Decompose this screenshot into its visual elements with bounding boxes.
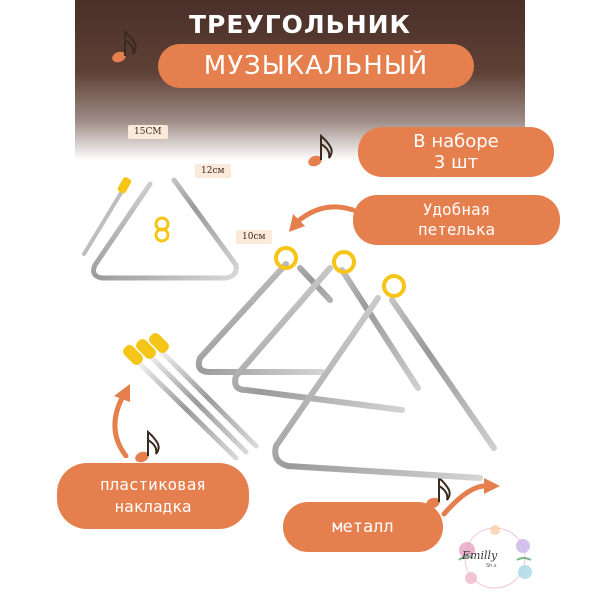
- plastic-line-2: накладка: [114, 497, 192, 516]
- curved-arrow-icon: [112, 384, 130, 458]
- plastic-cap-badge: пластиковая накладка: [57, 463, 249, 529]
- size-tag-15: 15CM: [128, 125, 168, 139]
- loop-badge: Удобная петелька: [353, 195, 560, 245]
- logo-sub: Sh.s: [486, 563, 497, 569]
- loop-line-1: Удобная: [422, 200, 491, 219]
- triangle-loops: [274, 246, 406, 298]
- curved-arrow-icon: [441, 478, 500, 517]
- logo-name: Emilly: [462, 549, 498, 562]
- music-note-icon: [308, 133, 333, 167]
- beater-caps: [123, 333, 169, 365]
- triangle-large-3: [272, 295, 497, 481]
- subtitle-pill: МУЗЫКАЛЬНЫЙ: [158, 44, 474, 88]
- music-note-icon: [135, 429, 160, 463]
- small-beater: [82, 186, 126, 256]
- set-line-2: 3 шт: [433, 152, 479, 173]
- small-beater-cap: [117, 177, 132, 194]
- size-tag-12: 12см: [195, 164, 231, 178]
- metal-badge: металл: [283, 502, 443, 552]
- set-count-badge: В наборе 3 шт: [358, 127, 554, 177]
- triangle-large-2: [232, 265, 421, 413]
- size-tag-10: 10см: [236, 230, 272, 244]
- plastic-line-1: пластиковая: [100, 475, 206, 494]
- brand-logo: [458, 525, 532, 589]
- set-line-1: В наборе: [413, 131, 499, 152]
- beaters: [133, 345, 259, 461]
- page-title: ТРЕУГОЛЬНИК: [188, 10, 411, 39]
- small-loop: [154, 216, 170, 243]
- curved-arrow-icon: [289, 204, 355, 232]
- music-note-icon: [112, 29, 137, 63]
- small-triangle: [91, 177, 239, 281]
- loop-line-2: петелька: [417, 220, 496, 239]
